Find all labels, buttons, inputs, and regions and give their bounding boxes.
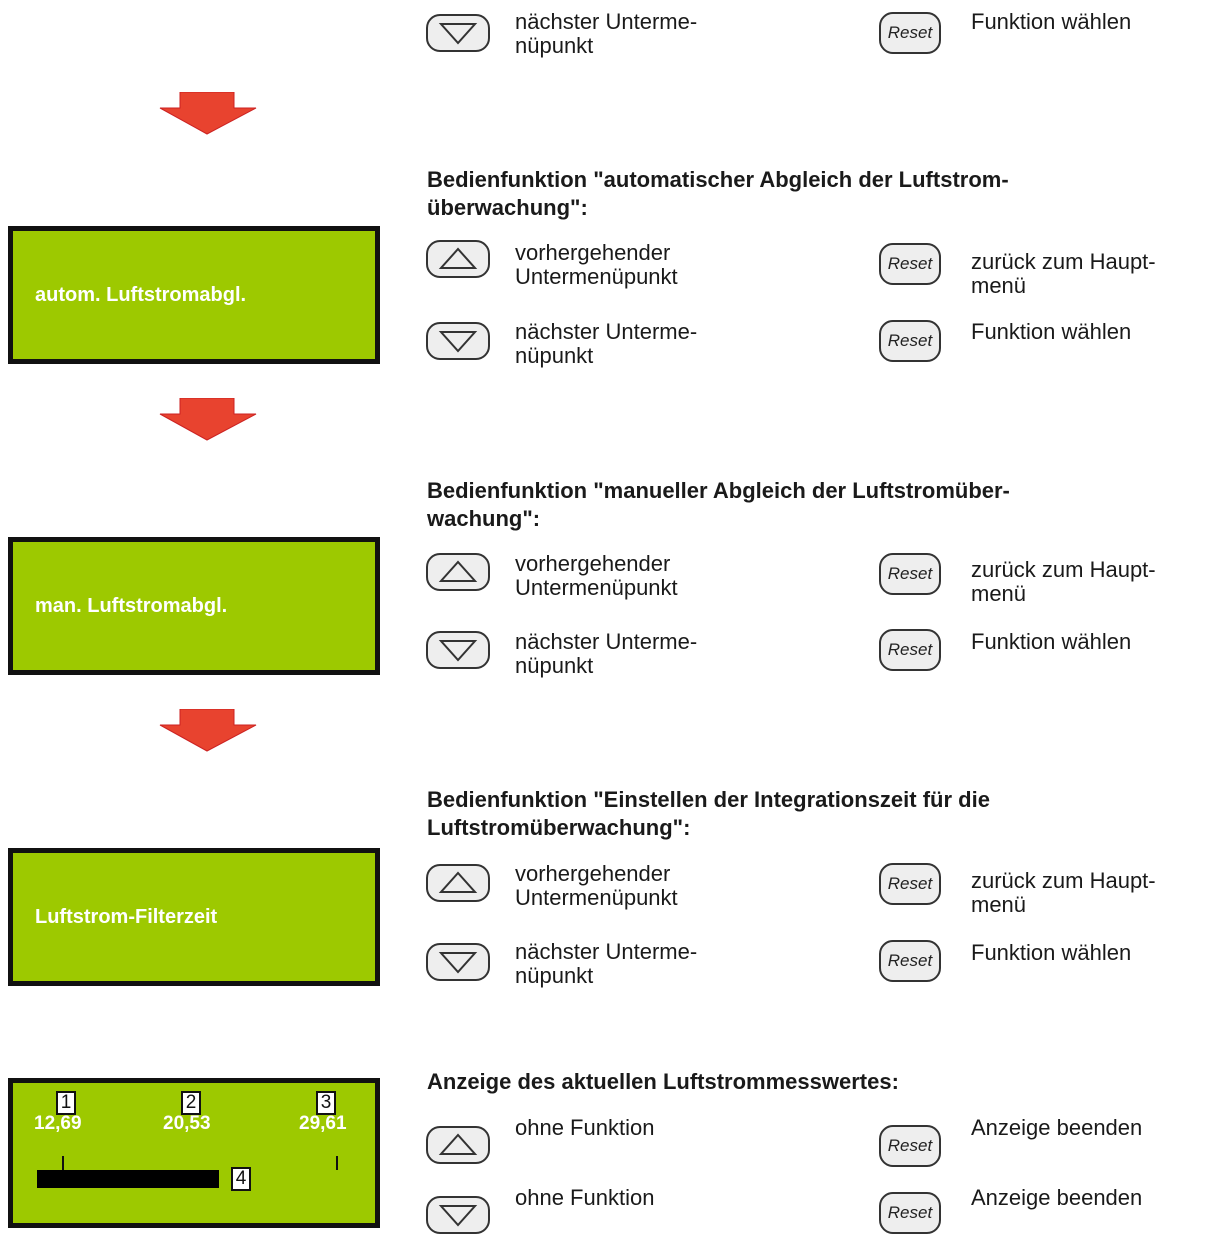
section-heading: Bedienfunktion "automatischer Abgleich d… [427, 167, 1009, 220]
reset-description: Anzeige beenden [971, 1185, 1143, 1210]
lcd-display: autom. Luftstromabgl. [8, 226, 380, 364]
reset-button[interactable]: Reset [879, 1125, 941, 1167]
reset-label: Reset [887, 874, 933, 893]
section-heading: Anzeige des aktuellen Luftstrommesswerte… [427, 1069, 899, 1094]
section-heading: Bedienfunktion "Einstellen der Integrati… [427, 787, 990, 840]
value-2: 20,53 [163, 1113, 211, 1134]
reset-button[interactable]: Reset [879, 320, 941, 362]
marker-4: 4 [231, 1167, 251, 1191]
up-description: vorhergehender Untermenüpunkt [515, 240, 678, 289]
reset-description: zurück zum Haupt- menü [971, 557, 1156, 606]
marker-3: 3 [316, 1091, 336, 1115]
up-button[interactable] [426, 864, 490, 902]
triangle-down-icon [438, 331, 478, 353]
lcd-display: 1 2 3 12,69 20,53 29,61 4 [8, 1078, 380, 1228]
reset-button[interactable]: Reset [879, 1192, 941, 1234]
tick-mark [336, 1156, 338, 1170]
up-description: vorhergehender Untermenüpunkt [515, 551, 678, 600]
section-heading: Bedienfunktion "manueller Abgleich der L… [427, 478, 1010, 531]
up-button[interactable] [426, 1126, 490, 1164]
reset-button[interactable]: Reset [879, 629, 941, 671]
reset-description: zurück zum Haupt- menü [971, 868, 1156, 917]
reset-description: Funktion wählen [971, 629, 1132, 654]
reset-label: Reset [887, 23, 933, 42]
triangle-down-icon [438, 952, 478, 974]
reset-description: zurück zum Haupt- menü [971, 249, 1156, 298]
triangle-up-icon [438, 1133, 478, 1155]
lcd-text: Luftstrom-Filterzeit [35, 905, 218, 928]
down-button[interactable] [426, 14, 490, 52]
triangle-up-icon [438, 247, 478, 269]
up-button[interactable] [426, 553, 490, 591]
reset-label: Reset [887, 1136, 933, 1155]
reset-label: Reset [887, 254, 933, 273]
reset-button[interactable]: Reset [879, 553, 941, 595]
value-1: 12,69 [34, 1113, 82, 1134]
reset-label: Reset [887, 564, 933, 583]
down-description: nächster Unterme- nüpunkt [515, 9, 698, 58]
arrow-down-icon [159, 709, 257, 752]
triangle-down-icon [438, 23, 478, 45]
reset-label: Reset [887, 1203, 933, 1222]
triangle-up-icon [438, 871, 478, 893]
reset-button[interactable]: Reset [879, 12, 941, 54]
bar-graph [37, 1170, 219, 1188]
reset-label: Reset [887, 640, 933, 659]
marker-2: 2 [181, 1091, 201, 1115]
down-description: ohne Funktion [515, 1185, 655, 1210]
arrow-down-icon [159, 398, 257, 441]
reset-description: Funktion wählen [971, 319, 1132, 344]
reset-label: Reset [887, 331, 933, 350]
reset-description: Funktion wählen [971, 9, 1132, 34]
value-3: 29,61 [299, 1113, 347, 1134]
reset-label: Reset [887, 951, 933, 970]
down-button[interactable] [426, 943, 490, 981]
down-description: nächster Unterme- nüpunkt [515, 939, 698, 988]
triangle-down-icon [438, 640, 478, 662]
lcd-text: man. Luftstromabgl. [35, 594, 228, 617]
triangle-up-icon [438, 560, 478, 582]
down-button[interactable] [426, 1196, 490, 1234]
down-description: nächster Unterme- nüpunkt [515, 319, 698, 368]
triangle-down-icon [438, 1205, 478, 1227]
lcd-display: Luftstrom-Filterzeit [8, 848, 380, 986]
up-description: ohne Funktion [515, 1115, 655, 1140]
up-button[interactable] [426, 240, 490, 278]
reset-button[interactable]: Reset [879, 940, 941, 982]
arrow-down-icon [159, 92, 257, 135]
lcd-text: autom. Luftstromabgl. [35, 283, 247, 306]
down-button[interactable] [426, 322, 490, 360]
reset-button[interactable]: Reset [879, 243, 941, 285]
tick-mark [62, 1156, 64, 1170]
reset-button[interactable]: Reset [879, 863, 941, 905]
down-description: nächster Unterme- nüpunkt [515, 629, 698, 678]
reset-description: Anzeige beenden [971, 1115, 1143, 1140]
down-button[interactable] [426, 631, 490, 669]
up-description: vorhergehender Untermenüpunkt [515, 861, 678, 910]
marker-1: 1 [56, 1091, 76, 1115]
lcd-display: man. Luftstromabgl. [8, 537, 380, 675]
reset-description: Funktion wählen [971, 940, 1132, 965]
